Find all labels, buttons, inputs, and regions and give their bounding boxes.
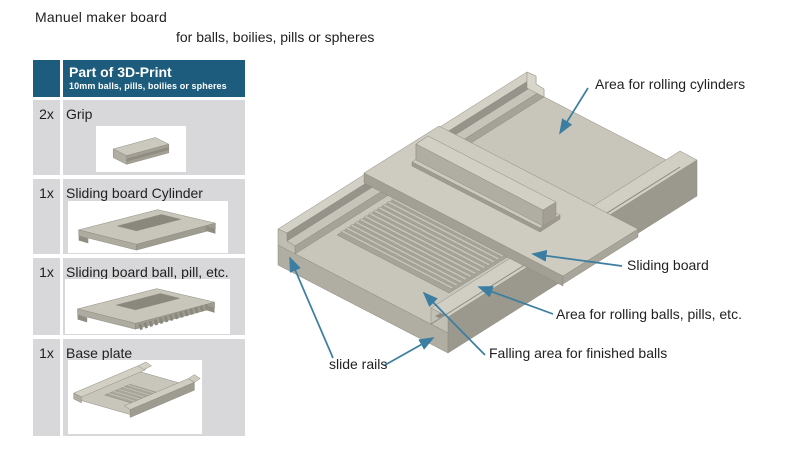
parts-table: Part of 3D-Print 10mm balls, pills, boil… (33, 60, 245, 440)
page-title: Manuel maker board (35, 9, 167, 25)
part-name: Base plate (66, 345, 133, 361)
table-row: 1x Sliding board ball, pill, etc. (33, 258, 245, 335)
arrow-falling-area (422, 291, 486, 356)
grip-thumbnail (96, 126, 186, 172)
parts-table-header: Part of 3D-Print 10mm balls, pills, boil… (33, 60, 245, 97)
table-row: 2x Grip (33, 100, 245, 175)
sliding-board-ball-thumbnail (65, 279, 230, 334)
arrow-area-rolling-cylinders (559, 87, 589, 135)
annotation-slide-rails: slide rails (329, 356, 388, 372)
part-name: Sliding board Cylinder (66, 185, 203, 201)
rolling-balls-area (336, 195, 510, 294)
part-name: Sliding board ball, pill, etc. (66, 264, 229, 280)
parts-table-subtitle: 10mm balls, pills, boilies or spheres (69, 81, 227, 91)
annotation-area-rolling-cylinders: Area for rolling cylinders (595, 76, 746, 92)
qty-cell: 2x (33, 100, 60, 175)
grip-model (411, 135, 561, 233)
sliding-board-cylinder-thumbnail (68, 201, 228, 253)
arrow-area-rolling-balls (477, 286, 554, 315)
arrow-sliding-board (531, 249, 623, 267)
arrow-slide-rail-right (384, 337, 435, 366)
qty-header-cell (33, 60, 60, 97)
annotation-sliding-board: Sliding board (627, 257, 709, 273)
annotation-falling-area: Falling area for finished balls (489, 345, 668, 361)
parts-table-title: Part of 3D-Print (69, 64, 172, 80)
qty-cell: 1x (33, 258, 60, 335)
table-row: 1x Sliding board Cylinder (33, 179, 245, 254)
qty-cell: 1x (33, 179, 60, 254)
base-plate-thumbnail (68, 360, 202, 434)
board-3d-render (277, 71, 698, 366)
page-subtitle: for balls, boilies, pills or spheres (176, 29, 375, 45)
part-name: Grip (66, 106, 93, 122)
arrow-slide-rail-left (289, 256, 334, 359)
qty-cell: 1x (33, 339, 60, 436)
table-row: 1x Base plate (33, 339, 245, 436)
annotation-area-rolling-balls: Area for rolling balls, pills, etc. (556, 306, 742, 322)
